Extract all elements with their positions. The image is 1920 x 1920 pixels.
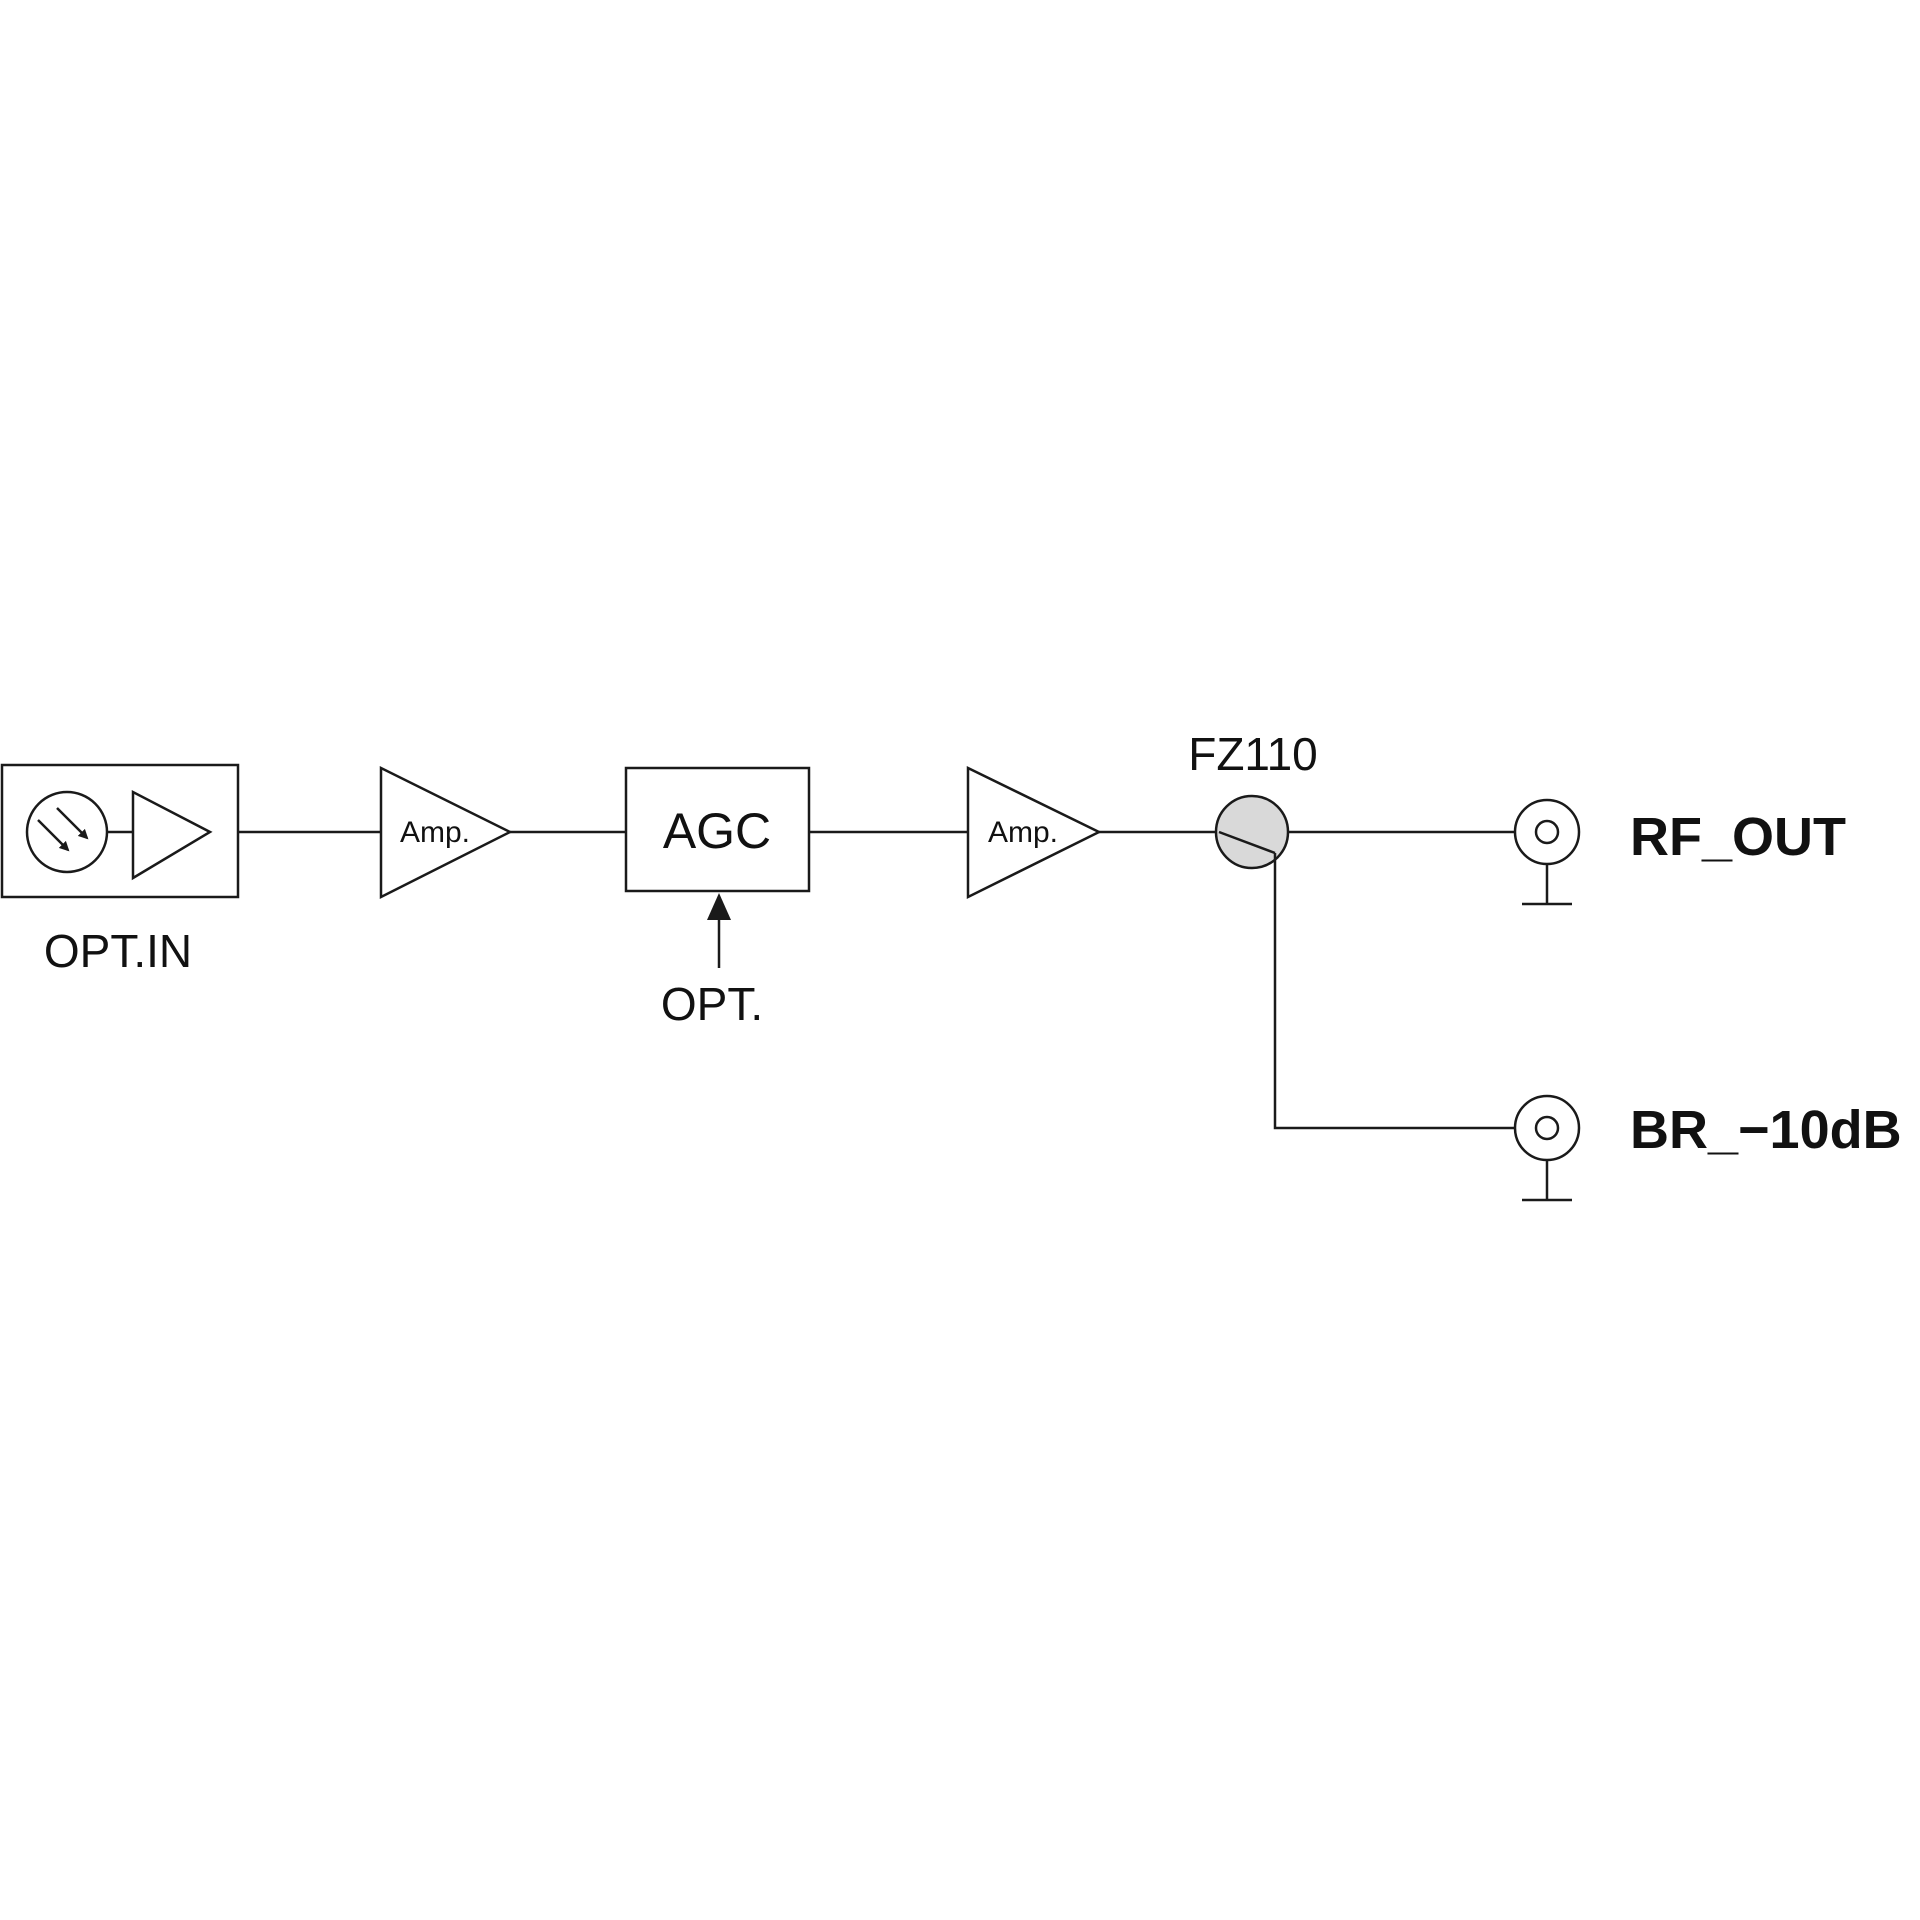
agc-box <box>624 766 811 893</box>
arrow-up-icon <box>707 893 731 968</box>
coax-connector-icon <box>1513 798 1581 866</box>
agc-block: AGC <box>624 766 811 893</box>
br-connector <box>1513 1094 1581 1202</box>
rf-out-label: RF_OUT <box>1630 807 1846 867</box>
opt-in-label: OPT.IN <box>44 925 192 977</box>
amplifier-1: Amp. <box>379 765 513 900</box>
amplifier-triangle-icon <box>379 765 513 900</box>
br-label: BR_−10dB <box>1630 1100 1902 1160</box>
splitter-circle-icon <box>1214 794 1290 870</box>
ground-icon <box>1522 864 1572 906</box>
wire-splitter-to-br <box>1273 853 1514 1130</box>
amp1-label: Amp. <box>400 816 470 849</box>
amplifier-triangle-icon <box>966 765 1102 900</box>
ground-icon <box>1522 1160 1572 1202</box>
agc-label: AGC <box>663 803 771 859</box>
preamp-triangle-icon <box>131 789 213 881</box>
amp2-label: Amp. <box>988 816 1058 849</box>
coax-connector-icon <box>1513 1094 1581 1162</box>
optical-receiver-block <box>0 763 240 899</box>
amplifier-2: Amp. <box>966 765 1102 900</box>
splitter-label: FZ110 <box>1188 728 1318 780</box>
rf-out-connector <box>1513 798 1581 906</box>
opt-control-label: OPT. <box>661 978 763 1030</box>
